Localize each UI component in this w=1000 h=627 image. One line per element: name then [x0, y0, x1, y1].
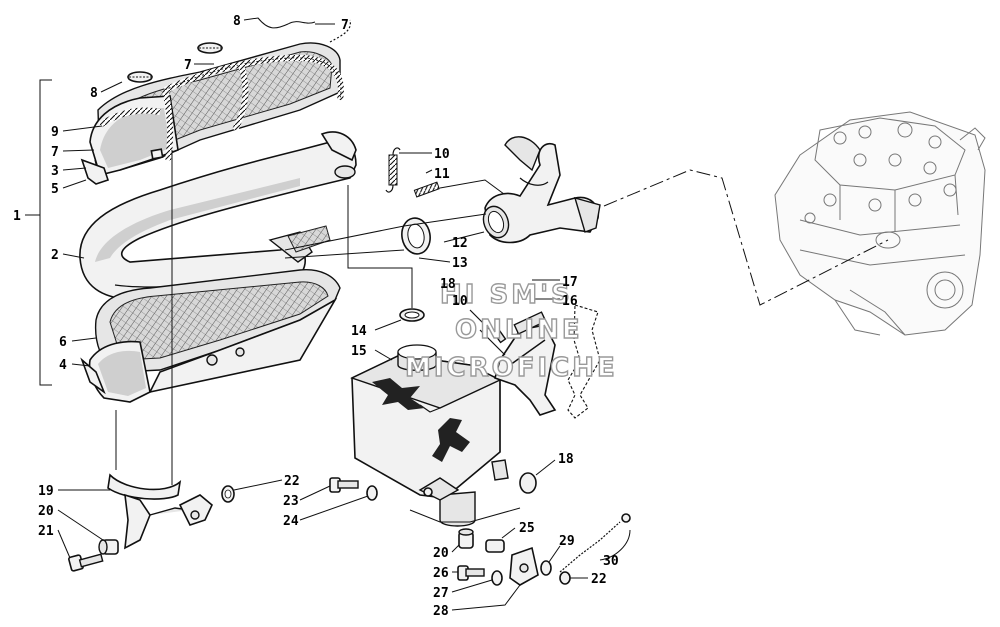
callout-label: 30	[603, 554, 619, 569]
callout-label: 8	[233, 14, 241, 29]
callout-label: 13	[452, 256, 468, 271]
bracket-28	[509, 546, 539, 586]
callout-label: 4	[59, 358, 67, 373]
callout-label: 10	[434, 147, 450, 162]
spring-30	[559, 513, 631, 573]
spring-10	[385, 147, 401, 193]
callout-labels: 8 7 7 8 9 7 3 5 1 2 6 4 10 11 12 13 17 1…	[13, 14, 619, 619]
washer-24	[366, 485, 378, 501]
callout-label: 20	[433, 546, 449, 561]
callout-label: 10	[452, 294, 468, 309]
callout-label: 3	[51, 164, 59, 179]
washer-27	[491, 570, 503, 586]
grommet-18	[519, 472, 537, 494]
callout-label: 17	[562, 275, 578, 290]
frame-section	[567, 304, 601, 419]
callout-label: 2	[51, 248, 59, 263]
gasket-13	[401, 217, 431, 255]
washer-29	[540, 560, 552, 576]
leader-lines	[57, 17, 631, 611]
watermark: HI SM'S ONLINE MICROFICHE	[404, 279, 618, 383]
bolt-21	[68, 553, 104, 572]
callout-label: 1	[13, 209, 21, 224]
callout-label: 12	[452, 236, 468, 251]
callout-label: 7	[51, 145, 59, 160]
exhaust-manifold	[482, 136, 601, 244]
svg-text:MICROFICHE: MICROFICHE	[405, 353, 618, 383]
svg-text:ONLINE: ONLINE	[455, 315, 583, 345]
muffler-mount-bracket	[469, 309, 557, 416]
callout-label: 7	[184, 58, 192, 73]
callout-label: 24	[283, 514, 299, 529]
nut-22-right	[559, 571, 571, 585]
spacer-25	[485, 539, 505, 553]
callout-label: 14	[351, 324, 367, 339]
springs-7	[98, 19, 351, 161]
callout-label: 18	[440, 277, 456, 292]
callout-label: 8	[90, 86, 98, 101]
callout-label: 22	[284, 474, 300, 489]
callout-label: 19	[38, 484, 54, 499]
bushing-20-left	[98, 539, 119, 555]
callout-label: 5	[51, 182, 59, 197]
lower-heat-shield	[80, 269, 341, 403]
bolt-26	[457, 565, 485, 581]
bolt-23	[329, 477, 359, 493]
gasket-14	[399, 308, 425, 322]
callout-label: 6	[59, 335, 67, 350]
callout-label: 16	[562, 294, 578, 309]
spring-11	[413, 181, 440, 198]
callout-label: 15	[351, 344, 367, 359]
callout-label: 29	[559, 534, 575, 549]
callout-label: 21	[38, 524, 54, 539]
callout-label: 9	[51, 125, 59, 140]
callout-label: 22	[591, 572, 607, 587]
callout-label: 28	[433, 604, 449, 619]
callout-label: 20	[38, 504, 54, 519]
callout-label: 23	[283, 494, 299, 509]
callout-label: 26	[433, 566, 449, 581]
callout-label: 11	[434, 167, 450, 182]
engine-block	[774, 111, 986, 336]
callout-label: 27	[433, 586, 449, 601]
lower-bracket-left	[107, 473, 213, 550]
svg-text:HI SM'S: HI SM'S	[440, 280, 573, 310]
callout-label: 25	[519, 521, 535, 536]
callout-label: 18	[558, 452, 574, 467]
muffler	[350, 344, 509, 527]
callout-label: 7	[341, 18, 349, 33]
nut-22-left	[221, 485, 235, 503]
bushing-20-right	[458, 528, 474, 549]
